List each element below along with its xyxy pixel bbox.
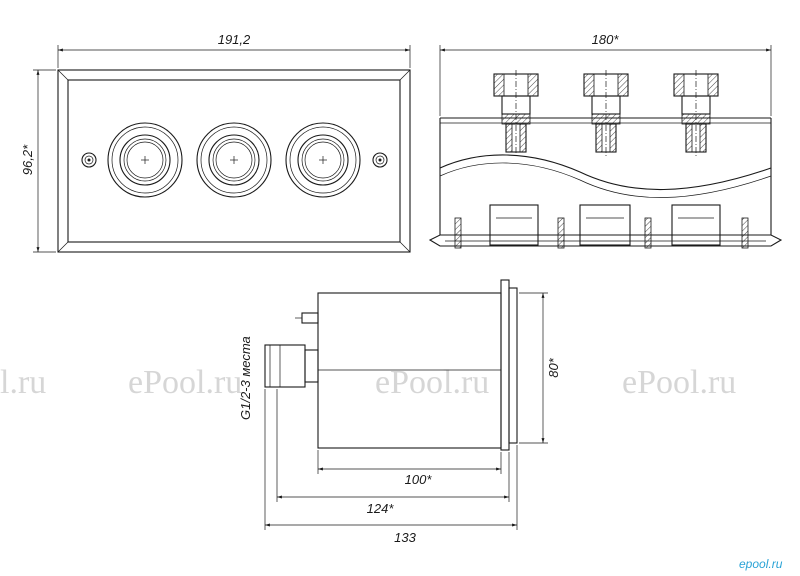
front-view: 191,2 96,2*: [20, 32, 411, 253]
dim-side-124-label: 124*: [367, 501, 395, 516]
dim-side-100-label: 100*: [405, 472, 433, 487]
dim-side-133-label: 133: [394, 530, 416, 545]
dim-front-height: 96,2*: [20, 69, 56, 253]
watermark-1: l.ru: [0, 364, 46, 401]
dim-front-width: 191,2: [57, 32, 411, 68]
section-view: 180*: [428, 32, 783, 249]
dim-front-height-label: 96,2*: [20, 144, 35, 175]
watermark-layer: l.ru ePool.ru ePool.ru ePool.ru: [0, 364, 736, 401]
watermark-4: ePool.ru: [622, 364, 736, 401]
nozzle-2-icon: [196, 122, 272, 198]
screw-right-icon: [372, 152, 388, 168]
epool-logo: epool.ru: [739, 557, 783, 571]
dim-side-133: 133: [264, 389, 518, 545]
dim-side-124: 124*: [276, 389, 510, 516]
side-view: G1/2-3 места 80* 100* 124* 133: [238, 279, 561, 545]
nozzle-3-icon: [285, 122, 361, 198]
watermark-3: ePool.ru: [375, 364, 489, 401]
thread-label: G1/2-3 места: [238, 336, 253, 420]
fitting-1-icon: [493, 70, 539, 158]
dim-section-width-label: 180*: [592, 32, 620, 47]
dim-side-100: 100*: [317, 450, 502, 487]
dim-side-height: 80*: [519, 292, 561, 444]
dim-side-height-label: 80*: [546, 357, 561, 377]
watermark-2: ePool.ru: [128, 364, 242, 401]
dim-section-width: 180*: [439, 32, 772, 116]
fitting-2-icon: [583, 70, 629, 158]
dim-front-width-label: 191,2: [218, 32, 251, 47]
nozzle-1-icon: [107, 122, 183, 198]
fitting-3-icon: [673, 70, 719, 158]
screw-left-icon: [81, 152, 97, 168]
